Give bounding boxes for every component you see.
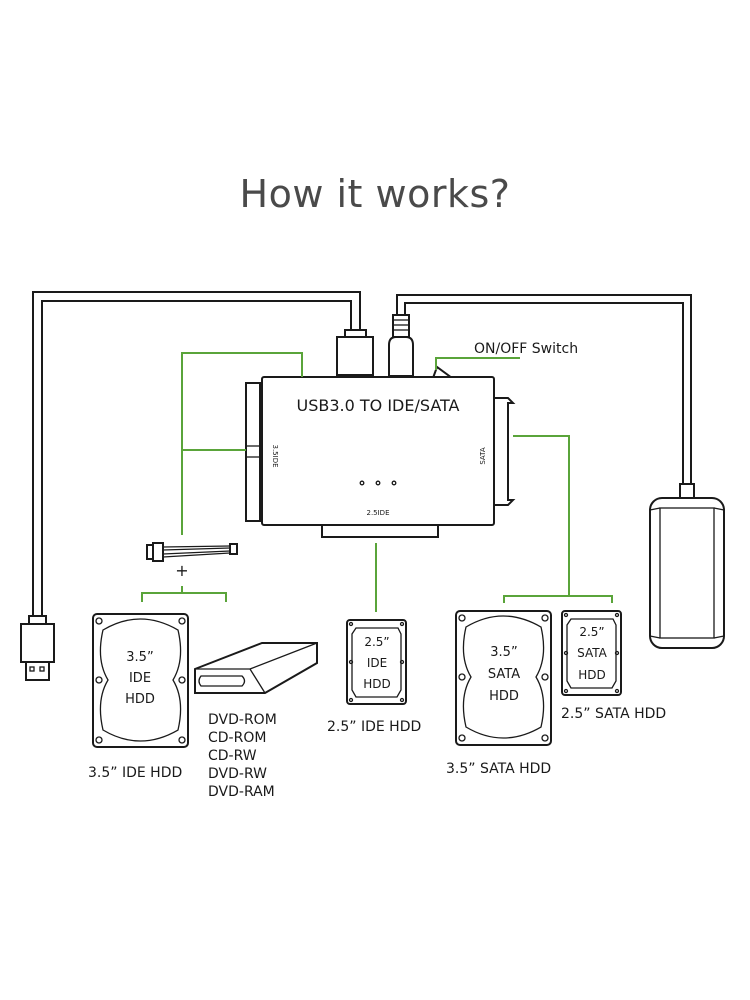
hdd-2-5-ide-kind: HDD (363, 677, 391, 691)
hdd-3-5-sata-size: 3.5” (490, 645, 517, 660)
port-label-3-5ide: 3.5IDE (271, 444, 279, 467)
hdd-2-5-ide-size: 2.5” (364, 635, 389, 649)
port-label-2-5ide: 2.5IDE (366, 509, 389, 517)
hdd-3-5-sata-type: SATA (488, 667, 520, 682)
hdd-3-5-ide-type: IDE (129, 671, 151, 686)
sata-bracket-line (503, 595, 613, 603)
molex-cable-icon (146, 542, 238, 562)
sata-connector-line (513, 435, 570, 596)
plus-sign: + (175, 561, 188, 580)
power-cable (396, 294, 692, 485)
hdd-2-5-ide-type: IDE (367, 656, 387, 670)
hdd-2-5-sata-type: SATA (577, 646, 608, 660)
hdd-3-5-sata-kind: HDD (489, 689, 519, 704)
ide35-connector-line (181, 352, 303, 535)
hdd-2-5-ide-icon (346, 619, 407, 705)
adapter-label: USB3.0 TO IDE/SATA (297, 396, 460, 415)
usb-plug-adapter-icon (336, 329, 374, 379)
hdd-3-5-ide-size: 3.5” (126, 650, 153, 665)
usb-a-plug-icon (20, 615, 55, 681)
ide35-bracket-line (141, 586, 227, 602)
optical-caption-4: DVD-RW (208, 766, 267, 782)
hdd-3-5-ide-kind: HDD (125, 692, 155, 707)
hdd-2-5-ide-caption: 2.5” IDE HDD (327, 719, 421, 735)
switch-callout-line (435, 357, 520, 370)
port-label-sata: SATA (479, 447, 487, 465)
hdd-2-5-sata-kind: HDD (578, 668, 606, 682)
hdd-3-5-sata-icon (455, 610, 552, 746)
power-plug-icon (388, 314, 414, 377)
hdd-2-5-sata-caption: 2.5” SATA HDD (561, 706, 666, 722)
optical-drive-icon (194, 642, 318, 694)
power-adapter-icon (649, 483, 725, 649)
optical-caption-5: DVD-RAM (208, 784, 275, 800)
optical-caption-3: CD-RW (208, 748, 257, 764)
hdd-2-5-sata-size: 2.5” (579, 625, 604, 639)
optical-caption-2: CD-ROM (208, 730, 266, 746)
adapter-body (245, 376, 516, 538)
usb-cable (32, 291, 361, 622)
optical-caption-1: DVD-ROM (208, 712, 277, 728)
hdd-3-5-sata-caption: 3.5” SATA HDD (446, 761, 551, 777)
hdd-3-5-ide-caption: 3.5” IDE HDD (88, 765, 182, 781)
switch-label: ON/OFF Switch (474, 341, 578, 357)
diagram-title: How it works? (239, 172, 511, 216)
hdd-3-5-ide-icon (92, 613, 189, 748)
hdd-2-5-sata-icon (561, 610, 622, 696)
